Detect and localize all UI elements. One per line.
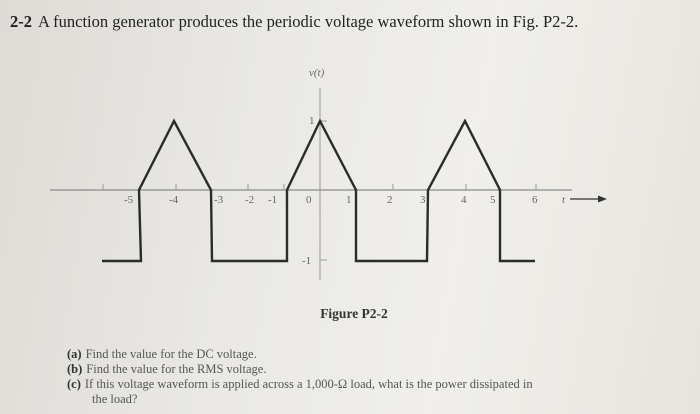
question-c: (c)If this voltage waveform is applied a… [67,377,533,391]
svg-text:5: 5 [490,194,496,206]
problem-text: A function generator produces the period… [38,12,579,31]
problem-number: 2-2 [10,12,32,31]
svg-text:0: 0 [306,194,312,206]
problem-statement: 2-2 A function generator produces the per… [10,12,578,32]
x-tick-labels: -5 -4 -3 -2 -1 0 1 2 3 4 5 6 [124,194,538,206]
y-tick-label-minus1: -1 [302,255,311,267]
svg-text:2: 2 [387,194,393,206]
svg-text:-2: -2 [245,194,254,206]
x-axis-label: t [562,194,566,206]
waveform-figure: v(t) 1 -1 -5 -4 -3 -2 -1 0 1 2 3 4 5 6 t [50,67,607,280]
svg-text:-4: -4 [169,194,179,206]
question-list: (a)Find the value for the DC voltage. (b… [67,347,533,407]
question-b: (b)Find the value for the RMS voltage. [67,362,267,376]
figure-caption: Figure P2-2 [320,306,388,321]
svg-text:-3: -3 [214,194,224,206]
svg-text:3: 3 [420,194,426,206]
svg-text:-5: -5 [124,194,134,206]
waveform-line [102,118,535,263]
question-a: (a)Find the value for the DC voltage. [67,347,257,361]
y-tick-label-1: 1 [309,115,315,127]
svg-text:6: 6 [532,194,538,206]
question-c-continuation: the load? [92,392,138,406]
arrow-right-icon [570,195,607,203]
x-axis-ticks [102,184,537,190]
svg-text:1: 1 [346,194,352,206]
svg-text:-1: -1 [268,194,277,206]
y-axis-label: v(t) [309,67,325,79]
svg-text:4: 4 [461,194,467,206]
